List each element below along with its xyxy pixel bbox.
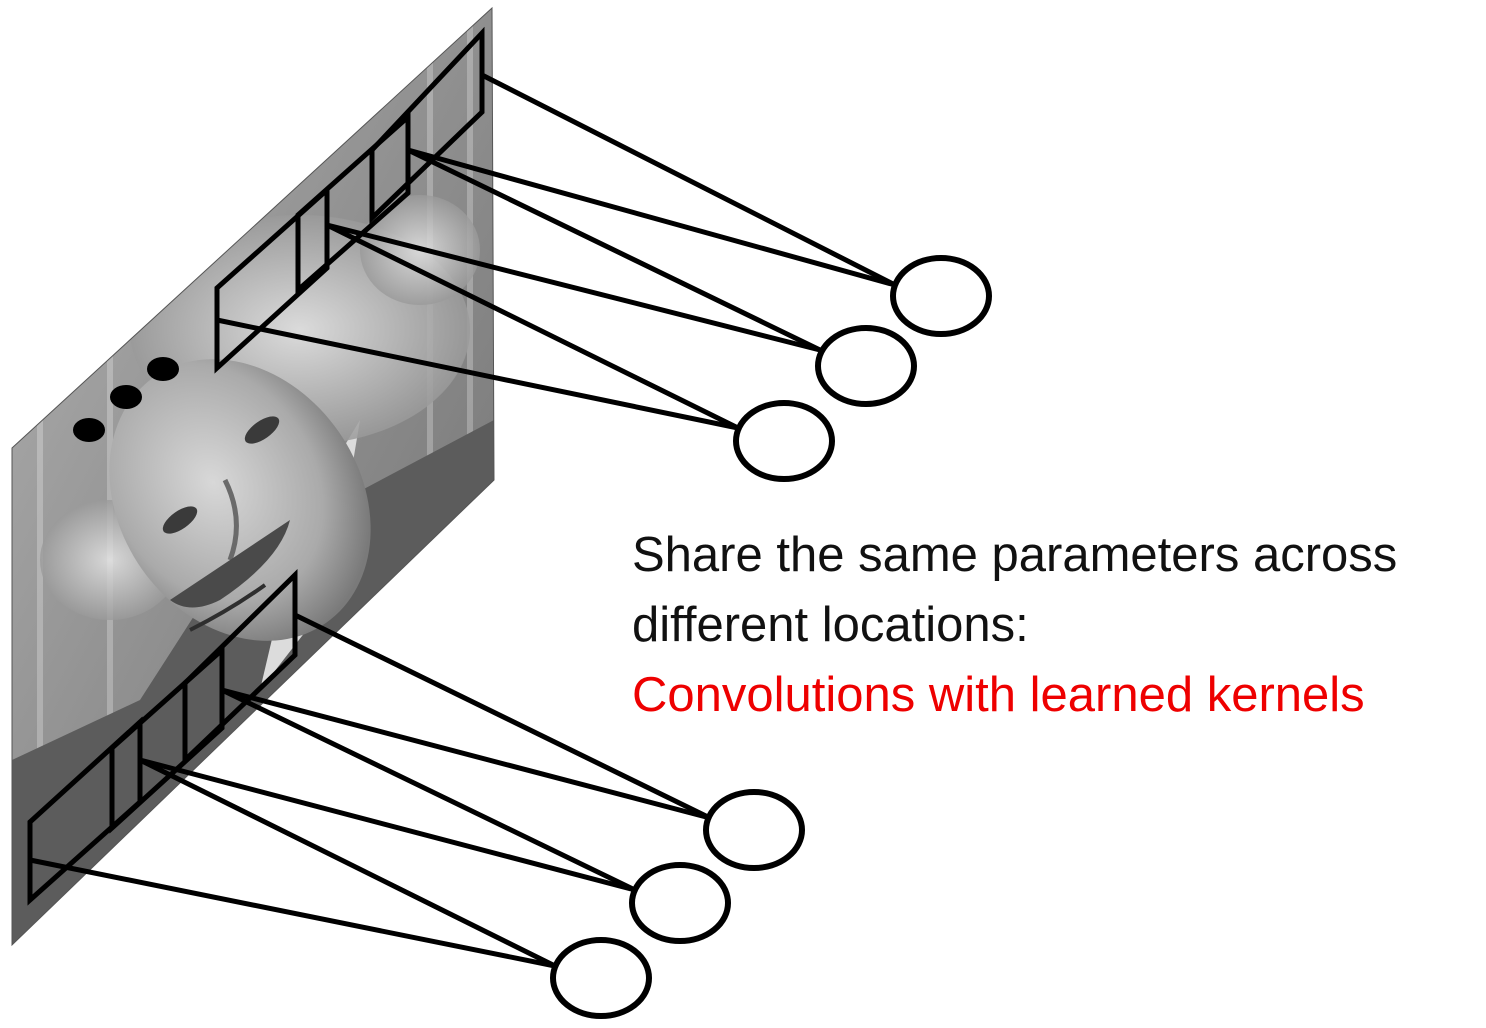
lower-kernel-window-1 [182,569,298,766]
three-dots-icon [73,357,179,442]
circle-node-icon [629,862,731,944]
upper-kernel-window-1 [369,26,485,224]
caption-line-2: different locations: [632,598,1029,652]
lower-connections [29,612,712,969]
caption-line-1: Share the same parameters across [632,528,1398,582]
circle-node-icon [815,325,917,407]
caption-highlight: Convolutions with learned kernels [632,668,1365,722]
circle-node-icon [733,400,835,482]
circle-node-icon [890,255,992,337]
circle-node-icon [550,937,652,1019]
upper-connections [216,72,897,431]
caption-block: Share the same parameters across differe… [632,520,1397,730]
upper-kernel-windows [214,26,485,374]
circle-node-icon [703,789,805,871]
face-shape [109,359,371,641]
output-neurons [550,255,992,1019]
lower-kernel-windows [27,569,298,906]
upper-kernel-window-3 [214,184,330,374]
